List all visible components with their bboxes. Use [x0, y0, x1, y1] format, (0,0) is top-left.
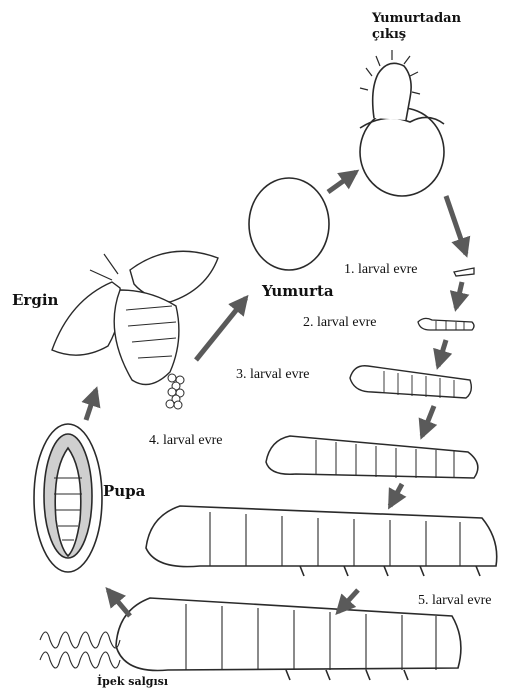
arrow-larva3-to-larva4 [422, 406, 434, 436]
label-pupa: Pupa [103, 484, 145, 499]
larva-stage-4 [266, 436, 478, 478]
hatching-egg [360, 50, 444, 196]
label-egg: Yumurta [262, 284, 334, 299]
label-larva-4: 4. larval evre [149, 434, 222, 448]
adult-moth [52, 251, 218, 409]
larva-stage-1 [454, 268, 474, 276]
label-larva-5: 5. larval evre [418, 594, 491, 608]
arrow-larva5-to-spinning [338, 590, 358, 612]
label-silk: İpek salgısı [97, 676, 168, 687]
egg [249, 178, 329, 270]
label-adult: Ergin [12, 293, 58, 308]
spinning-larva [116, 598, 461, 680]
arrow-egg-to-hatching [328, 172, 356, 192]
arrow-larva1-to-larva2 [456, 282, 462, 308]
arrow-larva2-to-larva3 [438, 340, 446, 366]
arrow-hatching-to-larva1 [446, 196, 466, 254]
label-larva-1: 1. larval evre [344, 263, 417, 277]
arrow-spinning-to-pupa [108, 590, 130, 616]
label-larva-2: 2. larval evre [303, 316, 376, 330]
label-hatching-line2: çıkış [372, 28, 406, 41]
pupa-cocoon [34, 424, 102, 572]
larva-stage-2 [418, 318, 474, 330]
silk-thread [40, 632, 120, 668]
label-larva-3: 3. larval evre [236, 368, 309, 382]
arrow-pupa-to-adult [86, 390, 96, 420]
label-hatching-line1: Yumurtadan [372, 12, 461, 25]
larva-stage-3 [350, 366, 471, 398]
arrow-larva4-to-larva5 [390, 484, 402, 506]
larva-stage-5-side [146, 506, 497, 576]
arrow-adult-to-egg [196, 298, 246, 360]
